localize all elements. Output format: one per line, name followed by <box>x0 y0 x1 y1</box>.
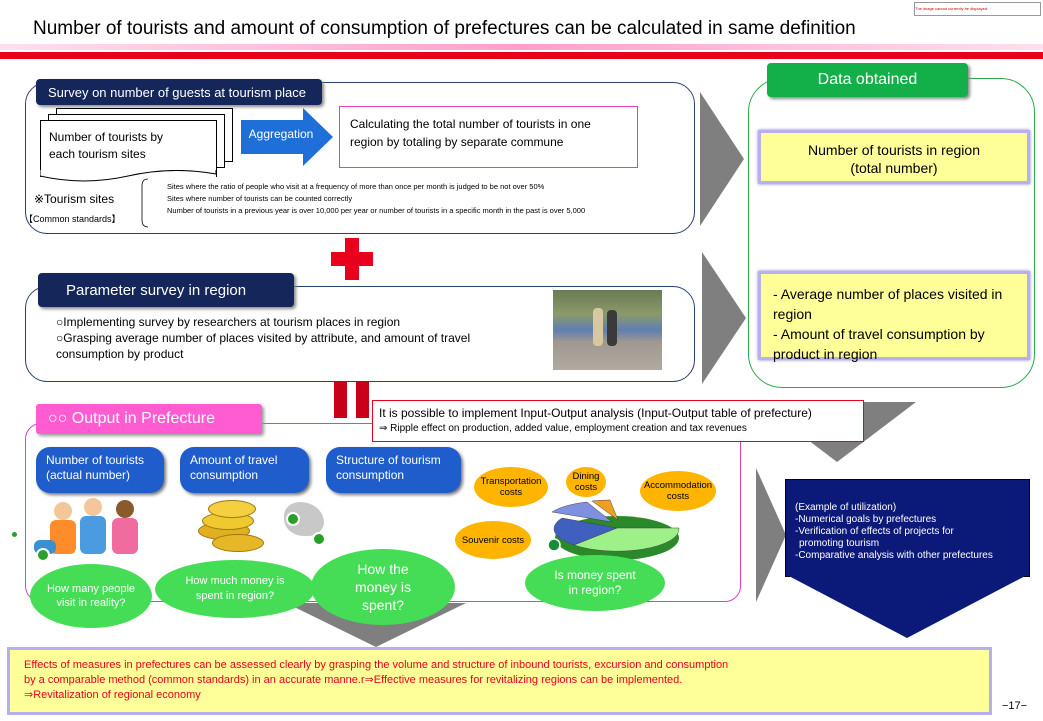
criteria-2: Sites where number of tourists can be co… <box>167 194 353 203</box>
criteria-3: Number of tourists in a previous year is… <box>167 206 586 215</box>
criteria-1: Sites where the ratio of people who visi… <box>167 182 545 191</box>
output-header: ○○ Output in Prefecture <box>36 404 262 434</box>
data-box-1: Number of tourists in region (total numb… <box>758 130 1030 184</box>
bottom-line-1: Effects of measures in prefectures can b… <box>24 659 729 671</box>
pill-tourists: Number of tourists (actual number) <box>36 447 164 493</box>
cloud-how-spent: How the money is spent? <box>314 552 452 622</box>
title-band-pink <box>0 44 1043 50</box>
criteria-bracket <box>141 178 149 228</box>
io-line-2: ⇒ Ripple effect on production, added val… <box>379 423 747 434</box>
pie-illustration <box>547 499 680 560</box>
equals-bar-1 <box>334 382 347 418</box>
data-box-2-line-1: - Average number of places visited in re… <box>773 286 1003 322</box>
data-obtained-header: Data obtained <box>767 63 968 97</box>
utilization-text: (Example of utilization) -Numerical goal… <box>795 502 1027 562</box>
pill-structure: Structure of tourism consumption <box>326 447 461 493</box>
utilization-line: -Comparative analysis with other prefect… <box>795 550 993 561</box>
io-box: It is possible to implement Input-Output… <box>372 400 864 442</box>
dot-1 <box>12 532 17 537</box>
bottom-banner: Effects of measures in prefectures can b… <box>7 647 992 715</box>
common-standards-label: 【Common standards】 <box>24 214 121 224</box>
cloud-how-much: How much money is spent in region? <box>158 563 312 615</box>
utilization-line: -Verification of effects of projects for <box>795 526 954 537</box>
tourists-card-text: Number of tourists by each tourism sites <box>49 130 164 161</box>
utilization-line: -Numerical goals by prefectures <box>795 514 937 525</box>
page-number: −17− <box>1002 700 1028 712</box>
cost-transportation: Transportation costs <box>474 467 548 507</box>
cost-dining: Dining costs <box>566 467 606 497</box>
aggregation-label: Aggregation <box>248 127 314 141</box>
dot-3 <box>286 512 300 526</box>
tourists-card: Number of tourists by each tourism sites <box>40 120 217 177</box>
data-box-2: - Average number of places visited in re… <box>758 271 1030 362</box>
title-band-red <box>0 52 1043 59</box>
cloud-in-region: Is money spent in region? <box>528 558 662 608</box>
utilization-arrow <box>785 574 1029 638</box>
dot-4 <box>312 532 326 546</box>
bottom-line-3: ⇒Revitalization of regional economy <box>24 689 201 701</box>
tourists-illustration <box>34 498 160 568</box>
cost-accommodation: Accommodation costs <box>640 471 716 511</box>
survey-header: Survey on number of guests at tourism pl… <box>36 79 322 105</box>
aggregation-arrow <box>241 108 333 166</box>
utilization-box <box>785 479 1030 577</box>
utilization-line: promoting tourism <box>799 538 880 549</box>
io-line-1: It is possible to implement Input-Output… <box>379 406 812 420</box>
parameter-line-1: ○Implementing survey by researchers at t… <box>56 315 401 329</box>
parameter-header: Parameter survey in region <box>38 273 294 307</box>
card-wave <box>40 170 216 182</box>
cloud-how-many: How many people visit in reality? <box>33 567 149 625</box>
chevron-right-icon <box>756 468 786 602</box>
tourism-sites-label: ※Tourism sites <box>34 192 115 206</box>
plus-icon-h <box>331 252 373 266</box>
chevron-right-icon <box>700 92 744 226</box>
survey-photo <box>553 290 662 370</box>
coins-illustration <box>198 492 278 560</box>
parameter-line-2: ○Grasping average number of places visit… <box>56 331 471 361</box>
calculation-box: Calculating the total number of tourists… <box>339 106 638 168</box>
pill-consumption: Amount of travel consumption <box>180 447 309 493</box>
bottom-line-2: by a comparable method (common standards… <box>24 674 683 686</box>
data-box-2-line-2: - Amount of travel consumption by produc… <box>773 326 985 362</box>
dot-2 <box>36 548 50 562</box>
chevron-right-icon <box>702 252 746 384</box>
image-placeholder-note: The image cannot currently be displayed. <box>914 2 1041 16</box>
equals-bar-2 <box>356 382 369 418</box>
page-title: Number of tourists and amount of consump… <box>33 18 856 39</box>
cost-souvenir: Souvenir costs <box>455 521 531 559</box>
utilization-line: (Example of utilization) <box>795 502 897 513</box>
